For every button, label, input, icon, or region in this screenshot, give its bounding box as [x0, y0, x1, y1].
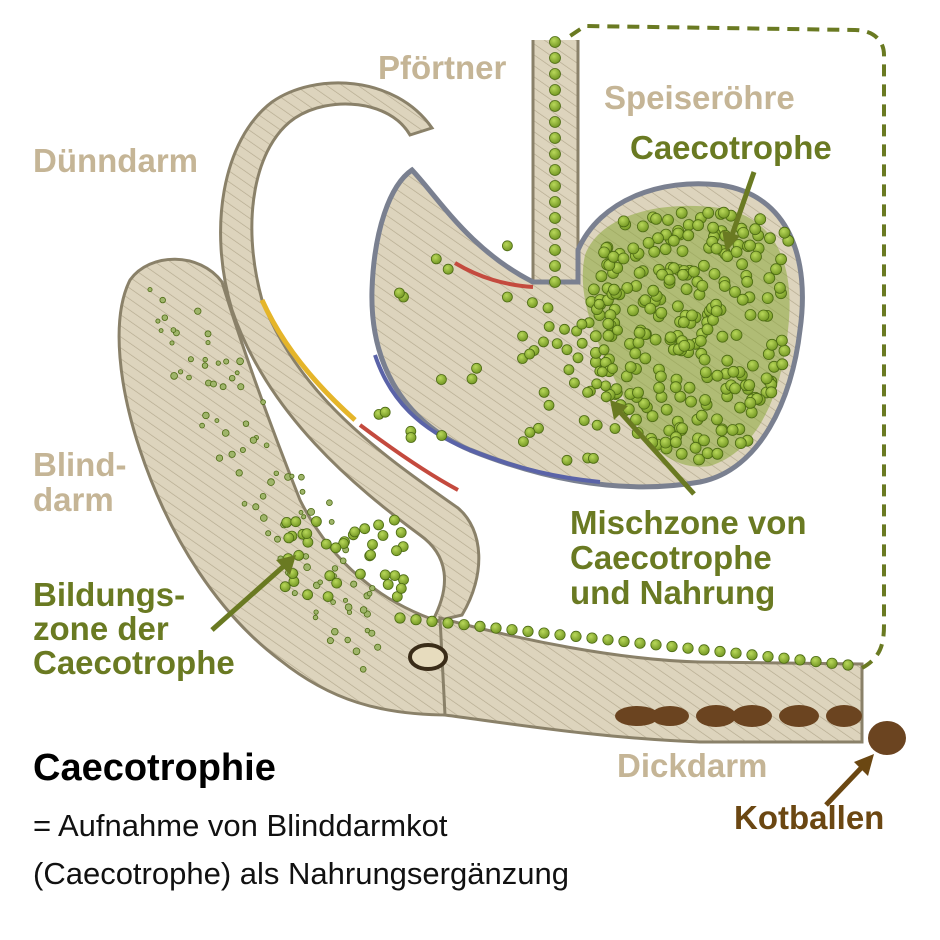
label-kotballen: Kotballen	[734, 799, 885, 836]
caecotroph-pellets	[147, 36, 854, 673]
caption-title: Caecotrophie	[33, 747, 276, 789]
stomach-curvature-blue	[373, 354, 601, 484]
small-intestine-red-band	[358, 423, 459, 492]
arrow-caecotrophe	[722, 171, 757, 252]
fecal-pellets	[615, 705, 862, 727]
arrow-bildungszone	[210, 555, 296, 632]
small-intestine-yellow-band	[259, 298, 357, 422]
caption-line1: = Aufnahme von Blinddarmkot	[33, 808, 448, 843]
label-mischzone-line1: Mischzone von	[570, 504, 807, 541]
label-dickdarm: Dickdarm	[617, 747, 768, 784]
label-blinddarm-line1: Blind-	[33, 446, 127, 483]
expelled-fecal-pellet	[868, 721, 906, 755]
label-mischzone-line2: Caecotrophe	[570, 539, 772, 576]
label-duenndarm: Dünndarm	[33, 142, 198, 179]
label-blinddarm-line2: darm	[33, 481, 114, 518]
caption-line2: (Caecotrophe) als Nahrungsergänzung	[33, 856, 569, 891]
label-mischzone-line3: und Nahrung	[570, 574, 776, 611]
label-bildungszone-line1: Bildungs-	[33, 576, 186, 613]
label-caecotrophe: Caecotrophe	[630, 129, 832, 166]
label-bildungszone-line2: zone der	[33, 610, 169, 647]
stomach-curvature-red	[453, 261, 534, 289]
label-bildungszone-line3: Caecotrophe	[33, 644, 235, 681]
return-path-dashed-arrow	[565, 23, 886, 670]
arrow-kotballen	[824, 754, 874, 807]
label-speiseroehre: Speiseröhre	[604, 79, 795, 116]
arrow-mischzone	[610, 400, 696, 496]
ileocecal-opening	[408, 643, 448, 671]
label-pfoertner: Pförtner	[378, 49, 507, 86]
